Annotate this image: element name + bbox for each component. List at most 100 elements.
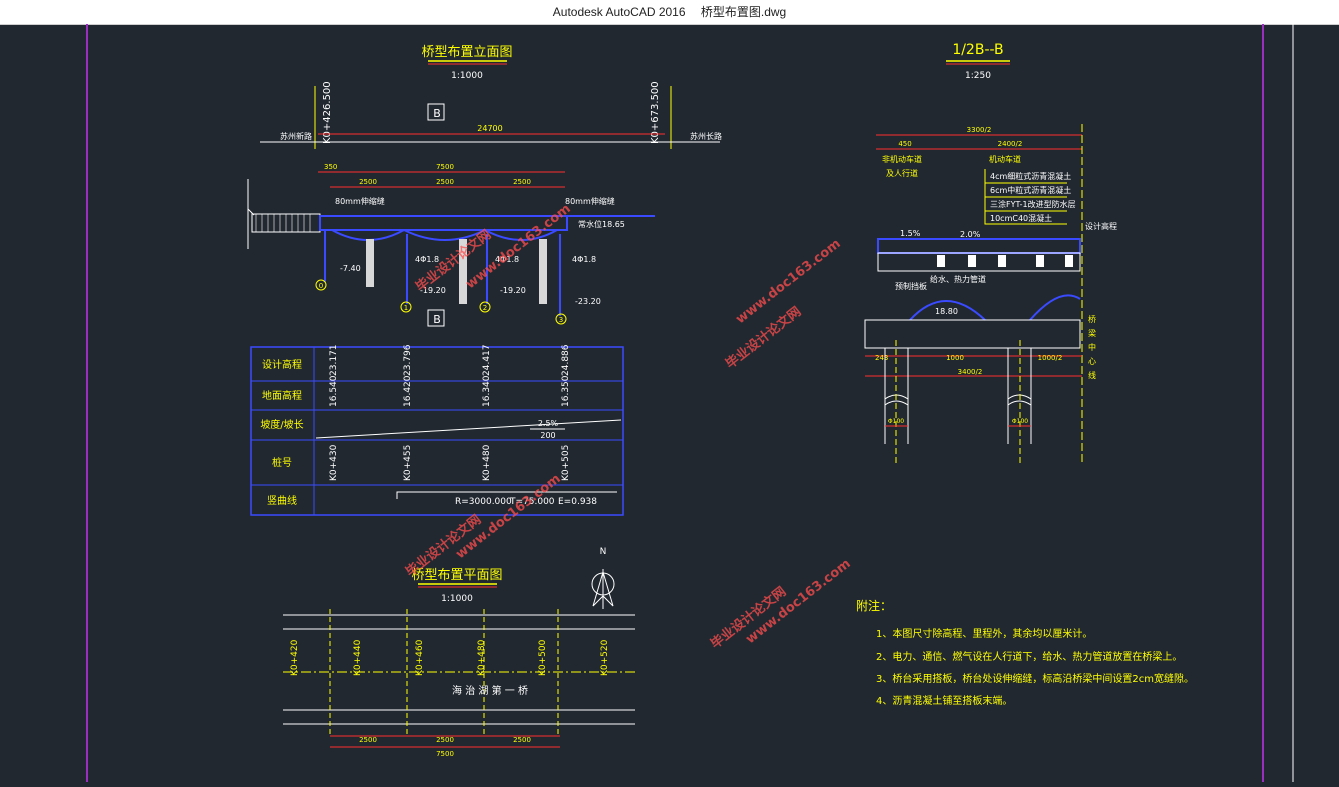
pile-elev-3: -23.20 (575, 297, 601, 306)
north-label: N (600, 547, 607, 557)
span-1: 2500 (359, 178, 377, 186)
elevation-title: 桥型布置立面图 (421, 45, 512, 60)
pier-2: 2 (483, 304, 487, 312)
section-title: 1/2B--B (952, 42, 1003, 58)
note-3: 3、桥台采用搭板，桥台处设伸缩缝，标高沿桥梁中间设置2cm宽缝隙。 (876, 672, 1194, 685)
layer-4: 10cmC40混凝土 (990, 213, 1052, 223)
plan-station-2: K0+440 (353, 639, 363, 676)
pipe-label: 给水、热力管道 (930, 274, 986, 284)
row-label-design: 设计高程 (262, 358, 302, 371)
station-2: K0+455 (403, 445, 413, 481)
design-line: 设计高程 (1085, 221, 1117, 231)
pile-label-1: 4Φ1.8 (415, 255, 439, 264)
lane-right: 机动车道 (989, 154, 1021, 164)
plan-scale: 1:1000 (441, 594, 473, 604)
dim-3400-half: 3400/2 (958, 368, 983, 376)
drawing-viewport[interactable]: 桥型布置立面图 1:1000 K0+426.500 K0+673.500 247… (0, 24, 1339, 782)
plan-station-3: K0+460 (415, 639, 425, 676)
note-2: 2、电力、通信、燃气设在人行道下，给水、热力管道放置在桥梁上。 (876, 650, 1182, 663)
plan-title: 桥型布置平面图 (411, 568, 502, 583)
section-mark-top: B (433, 107, 441, 120)
bridge-name: 海 治 湖 第 一 桥 (452, 684, 528, 697)
row-label-ground: 地面高程 (262, 389, 302, 402)
station-1: K0+430 (329, 444, 339, 481)
dim-1000: 1000 (946, 354, 964, 362)
side-label: 预制挡板 (895, 281, 927, 291)
note-1: 1、本图尺寸除高程、里程外，其余均以厘米计。 (876, 627, 1092, 640)
design-elev-1: 23.171 (329, 345, 339, 377)
section-mark-bottom: B (433, 313, 441, 326)
ground-elev-3: 16.340 (482, 375, 492, 407)
ground-elev-4: 16.350 (561, 375, 571, 407)
layer-2: 6cm中粒式沥青混凝土 (990, 185, 1071, 195)
drawing-canvas[interactable]: 桥型布置立面图 1:1000 K0+426.500 K0+673.500 247… (0, 24, 1339, 782)
notes: 附注： 1、本图尺寸除高程、里程外，其余均以厘米计。 2、电力、通信、燃气设在人… (856, 598, 1194, 707)
plan-station-6: K0+520 (600, 639, 610, 676)
pier-0: 0 (319, 282, 323, 290)
span-2: 2500 (436, 178, 454, 186)
ground-elev-2: 16.420 (403, 375, 413, 407)
elevation-view: 桥型布置立面图 1:1000 K0+426.500 K0+673.500 247… (247, 45, 722, 327)
section-scale: 1:250 (965, 71, 991, 81)
road-left: 苏州新路 (280, 131, 312, 141)
pier-1: 1 (404, 304, 408, 312)
plan-dim-1: 2500 (359, 736, 377, 744)
total-length: 24700 (477, 124, 502, 133)
pile-dia-1: Φ100 (888, 418, 904, 425)
road-right: 苏州长路 (690, 131, 722, 141)
pile-label-3: 4Φ1.8 (572, 255, 596, 264)
row-label-curve: 竖曲线 (267, 494, 297, 507)
layer-1: 4cm细粒式沥青混凝土 (990, 171, 1071, 181)
lane-left2: 及人行道 (886, 168, 918, 178)
row-label-station: 桩号 (272, 456, 292, 469)
note-4: 4、沥青混凝土铺至搭板末端。 (876, 694, 1012, 707)
plan-dim-2: 2500 (436, 736, 454, 744)
profile-table: 设计高程 地面高程 坡度/坡长 桩号 竖曲线 23.171 23.796 24.… (250, 344, 624, 516)
width-lanes: 2400/2 (998, 140, 1023, 148)
station-3: K0+480 (482, 444, 492, 481)
plan-station-1: K0+420 (290, 639, 300, 676)
pile-dia-2: Φ100 (1012, 418, 1028, 425)
span-3: 2500 (513, 178, 531, 186)
ground-elev-1: 16.540 (329, 375, 339, 407)
curve-radius: R=3000.000 (455, 497, 512, 507)
joint-right: 80mm伸缩缝 (565, 196, 615, 206)
file-name: 桥型布置图.dwg (700, 5, 787, 19)
pile-elev-1: -19.20 (420, 286, 446, 295)
app-title: Autodesk AutoCAD 2016 (552, 5, 686, 19)
design-elev-2: 23.796 (403, 344, 413, 376)
station-4: K0+505 (561, 445, 571, 481)
row-label-slope: 坡度/坡长 (260, 418, 303, 431)
design-elev-4: 24.886 (561, 344, 571, 376)
pier-3: 3 (559, 316, 563, 324)
joint-left: 80mm伸缩缝 (335, 196, 385, 206)
plan-station-4: K0+480 (477, 639, 487, 676)
slope-left: 1.5% (900, 229, 921, 238)
notes-heading: 附注： (856, 598, 892, 613)
span-total: 7500 (436, 163, 454, 171)
elevation-scale: 1:1000 (451, 71, 483, 81)
pile-elev-0: -7.40 (340, 264, 361, 273)
plan-view: 桥型布置平面图 1:1000 N K0+420 K0+440 K0+460 K0… (283, 547, 635, 758)
pile-elev-2: -19.20 (500, 286, 526, 295)
dim-243: 243 (875, 354, 888, 362)
lane-left: 非机动车道 (882, 154, 922, 164)
center-3: 中 (1088, 342, 1096, 352)
dim-1000-half: 1000/2 (1038, 354, 1063, 362)
pile-label-2: 4Φ1.8 (495, 255, 519, 264)
station-right: K0+673.500 (650, 81, 661, 144)
plan-dim-3: 2500 (513, 736, 531, 744)
slope-value: 2.5% (538, 419, 559, 428)
section-elev: 18.80 (935, 307, 958, 316)
layer-3: 三涂FYT-1改进型防水层 (990, 199, 1076, 209)
center-1: 桥 (1088, 314, 1096, 324)
center-5: 线 (1088, 370, 1096, 380)
section-view: 1/2B--B 1:250 3300/2 450 2400/2 非机动车道 及人… (864, 42, 1117, 464)
width-total: 3300/2 (967, 126, 992, 134)
plan-dim-total: 7500 (436, 750, 454, 758)
plan-station-5: K0+500 (538, 639, 548, 676)
slope-length: 200 (540, 431, 555, 440)
center-2: 梁 (1088, 329, 1096, 338)
curve-tangent: T=75.000 (509, 497, 555, 507)
slope-right: 2.0% (960, 230, 981, 239)
